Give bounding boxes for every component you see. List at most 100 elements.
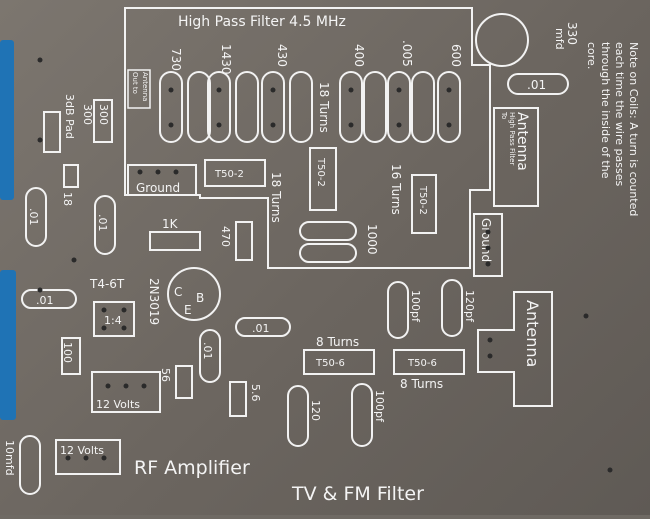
cap-120pf	[441, 279, 463, 337]
res-470-label: 470	[219, 226, 232, 247]
t50-2-label-left: T50-2	[214, 169, 244, 180]
t50-6-label-left: T50-6	[315, 358, 345, 369]
cap-01-left-label: .01	[27, 208, 40, 226]
turns-8-label-a: 8 Turns	[316, 335, 359, 349]
rf-amplifier-title: RF Amplifier	[134, 457, 250, 479]
cap-100pf-top-label: 100pf	[409, 290, 422, 323]
res-300-a	[93, 99, 113, 143]
t50-2-label-right: T50-2	[417, 185, 428, 215]
res-100	[61, 337, 81, 375]
t50-6-core-left	[303, 349, 375, 375]
antenna-output-box	[477, 291, 553, 407]
cap-730-label: 730	[169, 48, 183, 71]
ground-label-left: Ground	[136, 181, 180, 195]
12v-label-bottom: 12 Volts	[60, 444, 104, 457]
12v-label-mid: 12 Volts	[96, 398, 140, 411]
cap-01-vert-label: .01	[201, 342, 214, 360]
ground-box-right	[473, 213, 503, 277]
cap-01-transistor-label: .01	[252, 322, 270, 335]
res-100-label: 100	[61, 342, 74, 363]
cap-01-mid-label: .01	[96, 214, 109, 232]
cap-01-transistor	[235, 317, 291, 337]
hpf-title: High Pass Filter 4.5 MHz	[178, 14, 346, 30]
cap-01-horiz-label: .01	[36, 294, 54, 307]
res-1k	[149, 231, 201, 251]
tv-fm-filter-title: TV & FM Filter	[291, 483, 424, 505]
cap-100pf-bottom	[351, 383, 373, 447]
turns-18-label-a: 18 Turns	[269, 172, 283, 223]
cap-330-label: 330	[565, 22, 579, 45]
blue-component-top	[0, 40, 14, 200]
cap-120	[287, 385, 309, 447]
out-to-antenna-box	[127, 69, 151, 109]
cap-120-label: 120	[309, 400, 322, 421]
cap-120pf-label: 120pf	[463, 290, 476, 323]
t4-6t-label: T4-6T	[89, 277, 125, 291]
svg-text:through the inside of the: through the inside of the	[599, 42, 612, 179]
turns-16-label: 16 Turns	[389, 164, 403, 215]
ground-label-right: Ground	[479, 218, 493, 262]
cap-1000-top	[299, 221, 357, 241]
svg-text:Note on Coils: A turn is count: Note on Coils: A turn is counted	[627, 42, 640, 216]
cap-1430-label: 1430	[219, 44, 233, 75]
ground-box-left	[127, 164, 197, 196]
cap-330mfd	[475, 13, 529, 67]
cap-400-label: 400	[352, 44, 366, 67]
pin-e: E	[184, 303, 192, 317]
res-5-6-label: 5.6	[249, 384, 262, 402]
res-1k-label: 1K	[162, 217, 179, 231]
res-300-b	[43, 111, 61, 153]
t50-2-core-right	[411, 174, 437, 234]
cap-005-label: .005	[400, 40, 414, 67]
t50-2-label-center: T50-2	[315, 157, 326, 187]
solder-pads	[37, 57, 613, 473]
t50-6-label-right: T50-6	[407, 358, 437, 369]
transistor-2n3019	[167, 267, 221, 321]
pin-b: B	[196, 291, 204, 305]
cap-10mfd	[19, 435, 41, 495]
svg-text:core.: core.	[585, 42, 598, 69]
res-300-label-b: 300	[81, 104, 94, 125]
svg-text:each time the wire passes: each time the wire passes	[613, 42, 626, 186]
turns-8-label-b: 8 Turns	[400, 377, 443, 391]
coil-note: Note on Coils: A turn is counted each ti…	[585, 42, 640, 216]
res-470	[235, 221, 253, 261]
svg-text:High Pass Filter: High Pass Filter	[508, 112, 516, 165]
12v-box-mid	[91, 371, 161, 413]
blue-component-bottom	[0, 270, 16, 420]
pad-3db-label: 3dB Pad	[63, 94, 76, 139]
transistor-label: 2N3019	[147, 278, 161, 325]
svg-text:mfd: mfd	[553, 28, 566, 50]
cap-100pf-bottom-label: 100pf	[373, 390, 386, 423]
res-300-label-a: 300	[97, 104, 110, 125]
antenna-label-top: Antenna	[514, 112, 530, 171]
hpf-capacitors	[159, 71, 461, 143]
res-5-6	[229, 381, 247, 417]
cap-10mfd-label: 10mfd	[3, 440, 16, 476]
pin-c: C	[174, 285, 182, 299]
res-56	[175, 365, 193, 399]
cap-1000-bottom	[299, 243, 357, 263]
antenna-label-right: Antenna	[523, 300, 542, 367]
t50-6-core-right	[393, 349, 465, 375]
hpf-outline	[124, 7, 491, 269]
t50-2-core-left	[204, 159, 266, 187]
t50-2-core-center	[309, 147, 337, 211]
ratio-label: 1:4	[104, 314, 122, 327]
res-18-label: 18	[61, 192, 74, 206]
cap-100pf-top	[387, 281, 409, 339]
out-to-antenna-label: Out to	[131, 72, 139, 94]
svg-text:Antenna: Antenna	[141, 72, 149, 101]
cap-01-topright-label: .01	[527, 78, 546, 92]
cap-01-horiz	[21, 289, 77, 309]
cap-01-vert	[199, 329, 221, 383]
cap-600-label: 600	[449, 44, 463, 67]
cap-01-mid	[94, 195, 116, 255]
12v-box-bottom	[55, 439, 121, 475]
cap-430-label: 430	[275, 44, 289, 67]
cap-1000-label: 1000	[365, 224, 379, 255]
res-56-label: 56	[159, 368, 172, 382]
res-18	[63, 164, 79, 188]
